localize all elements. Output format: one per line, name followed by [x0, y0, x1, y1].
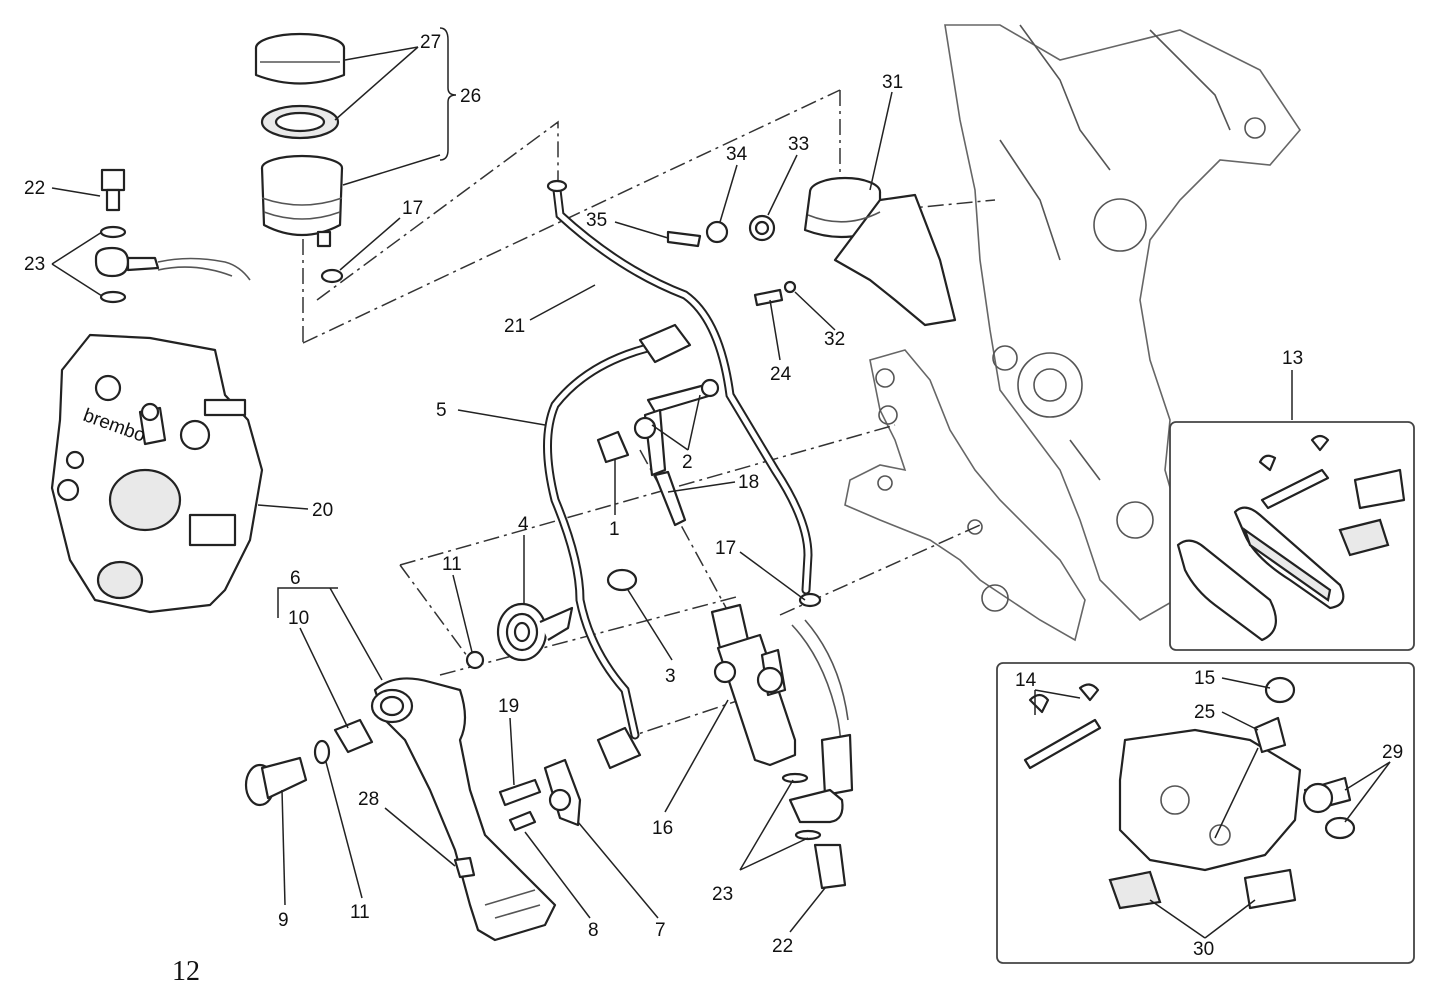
left-banjo-assembly [94, 168, 251, 304]
callout-23-left: 23 [24, 254, 45, 275]
rear-brake-caliper: brembo [50, 333, 264, 614]
circlip-11-upper [465, 650, 485, 670]
callout-11-lower: 11 [350, 902, 370, 923]
brake-light-switch-cable [543, 323, 692, 770]
callout-22-right: 22 [772, 936, 793, 957]
callout-35: 35 [586, 210, 607, 231]
reservoir-bracket [666, 176, 957, 327]
brake-pad-kit [1176, 434, 1406, 642]
circlip-11-lower [313, 739, 331, 765]
callout-6: 6 [290, 568, 301, 589]
page-number: 12 [172, 956, 200, 987]
callout-13: 13 [1282, 348, 1303, 369]
callout-34: 34 [726, 144, 748, 165]
callout-18: 18 [738, 472, 759, 493]
callout-21: 21 [504, 316, 525, 337]
washer-3 [606, 568, 638, 592]
callout-3: 3 [665, 666, 676, 687]
return-spring [496, 602, 574, 662]
callout-16: 16 [652, 818, 673, 839]
callout-2: 2 [682, 452, 693, 473]
callout-numbers: 27 26 22 23 17 20 21 35 34 33 31 24 32 5… [24, 32, 1403, 960]
callout-19: 19 [498, 696, 519, 717]
callout-33: 33 [788, 134, 809, 155]
callout-30: 30 [1193, 939, 1214, 960]
callout-11-upper: 11 [442, 554, 462, 575]
callout-5: 5 [436, 400, 447, 421]
brake-pedal [370, 677, 557, 942]
callout-9: 9 [278, 910, 289, 931]
rear-master-cylinder [710, 603, 854, 890]
pushrod-assembly [596, 378, 720, 527]
callout-22-left: 22 [24, 178, 45, 199]
callout-28: 28 [358, 789, 379, 810]
callout-7: 7 [655, 920, 666, 941]
callout-29: 29 [1382, 742, 1403, 763]
callout-17-right: 17 [715, 538, 736, 559]
callout-23-right: 23 [712, 884, 733, 905]
callout-27: 27 [420, 32, 441, 53]
callout-20: 20 [312, 500, 333, 521]
callout-26: 26 [460, 86, 481, 107]
leader-lines [51, 46, 1391, 939]
callout-24: 24 [770, 364, 792, 385]
caliper-detail [1023, 676, 1356, 910]
pedal-bushing [333, 718, 374, 754]
frame-outline [944, 24, 1302, 621]
callout-8: 8 [588, 920, 599, 941]
callout-32: 32 [824, 329, 845, 350]
callout-14: 14 [1015, 670, 1037, 691]
brake-fluid-reservoir [254, 32, 346, 284]
pivot-bolt [244, 756, 308, 807]
callout-15: 15 [1194, 668, 1215, 689]
footrest-bracket [844, 349, 1086, 642]
callout-10: 10 [288, 608, 309, 629]
callout-4: 4 [518, 514, 529, 535]
reservoir-hose [546, 179, 822, 608]
callout-31: 31 [882, 72, 903, 93]
callout-25: 25 [1194, 702, 1215, 723]
callout-17-top: 17 [402, 198, 423, 219]
brake-switch-parts [498, 758, 582, 832]
brace-26 [439, 27, 457, 161]
callout-1: 1 [609, 519, 620, 540]
